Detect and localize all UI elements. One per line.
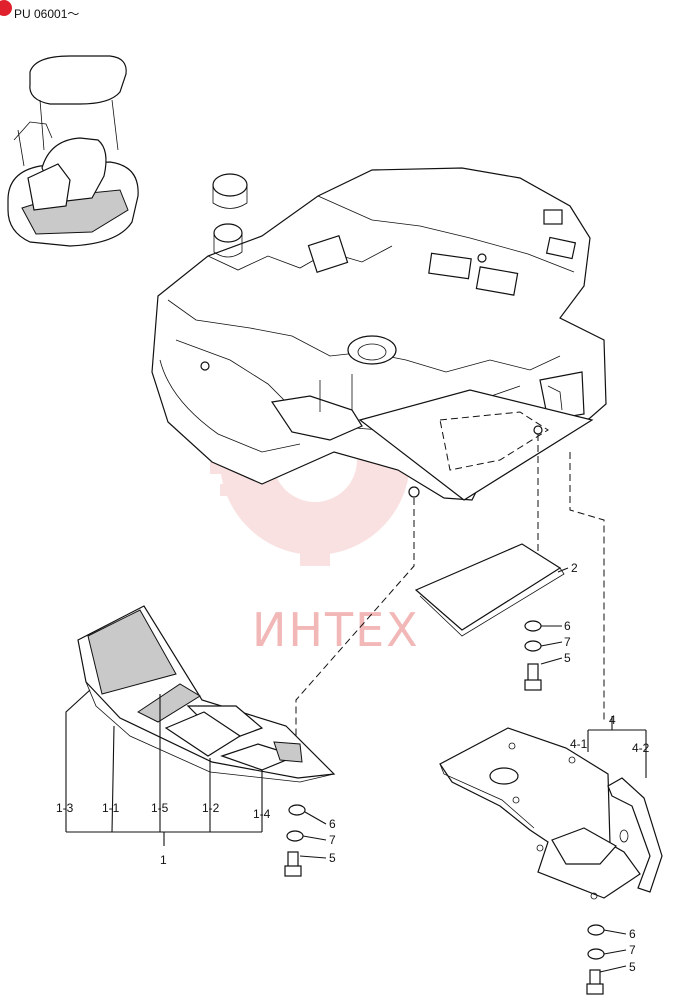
callout-6c: 6 — [629, 927, 636, 941]
callout-1-4: 1-4 — [253, 807, 271, 821]
callout-lines-4 — [587, 716, 647, 778]
callout-6b: 6 — [329, 817, 336, 831]
leader-4 — [569, 452, 605, 720]
cover-plate-2 — [414, 543, 565, 637]
callout-7c: 7 — [629, 943, 636, 957]
callout-7a: 7 — [564, 635, 571, 649]
callout-5a: 5 — [564, 651, 571, 665]
header-code: PU 06001～ — [14, 7, 79, 21]
hardware-set-a — [524, 620, 542, 691]
callout-lines-1 — [65, 689, 263, 846]
callout-2: 2 — [571, 561, 578, 575]
callout-1-5: 1-5 — [151, 801, 169, 815]
leader-1 — [295, 498, 415, 744]
callout-1-1: 1-1 — [102, 801, 120, 815]
hardware-set-c — [586, 924, 605, 995]
upper-frame — [151, 167, 607, 501]
callout-5c: 5 — [629, 960, 636, 974]
location-thumbnail — [7, 55, 139, 247]
header-marker-icon — [0, 0, 12, 16]
callout-1: 1 — [160, 853, 167, 867]
rear-undercover-bar-4-2 — [607, 777, 663, 893]
callout-4: 4 — [609, 713, 616, 727]
front-undercover-1 — [77, 605, 336, 783]
callout-1-2: 1-2 — [202, 801, 220, 815]
callout-4-1: 4-1 — [570, 737, 588, 751]
watermark-text: ИНТЕХ — [252, 603, 420, 657]
callout-6a: 6 — [564, 619, 571, 633]
callout-4-2: 4-2 — [632, 741, 650, 755]
rear-undercover-4 — [439, 727, 641, 900]
callout-5b: 5 — [329, 851, 336, 865]
callout-1-3: 1-3 — [56, 801, 74, 815]
hardware-set-b — [284, 804, 306, 877]
callout-7b: 7 — [329, 833, 336, 847]
